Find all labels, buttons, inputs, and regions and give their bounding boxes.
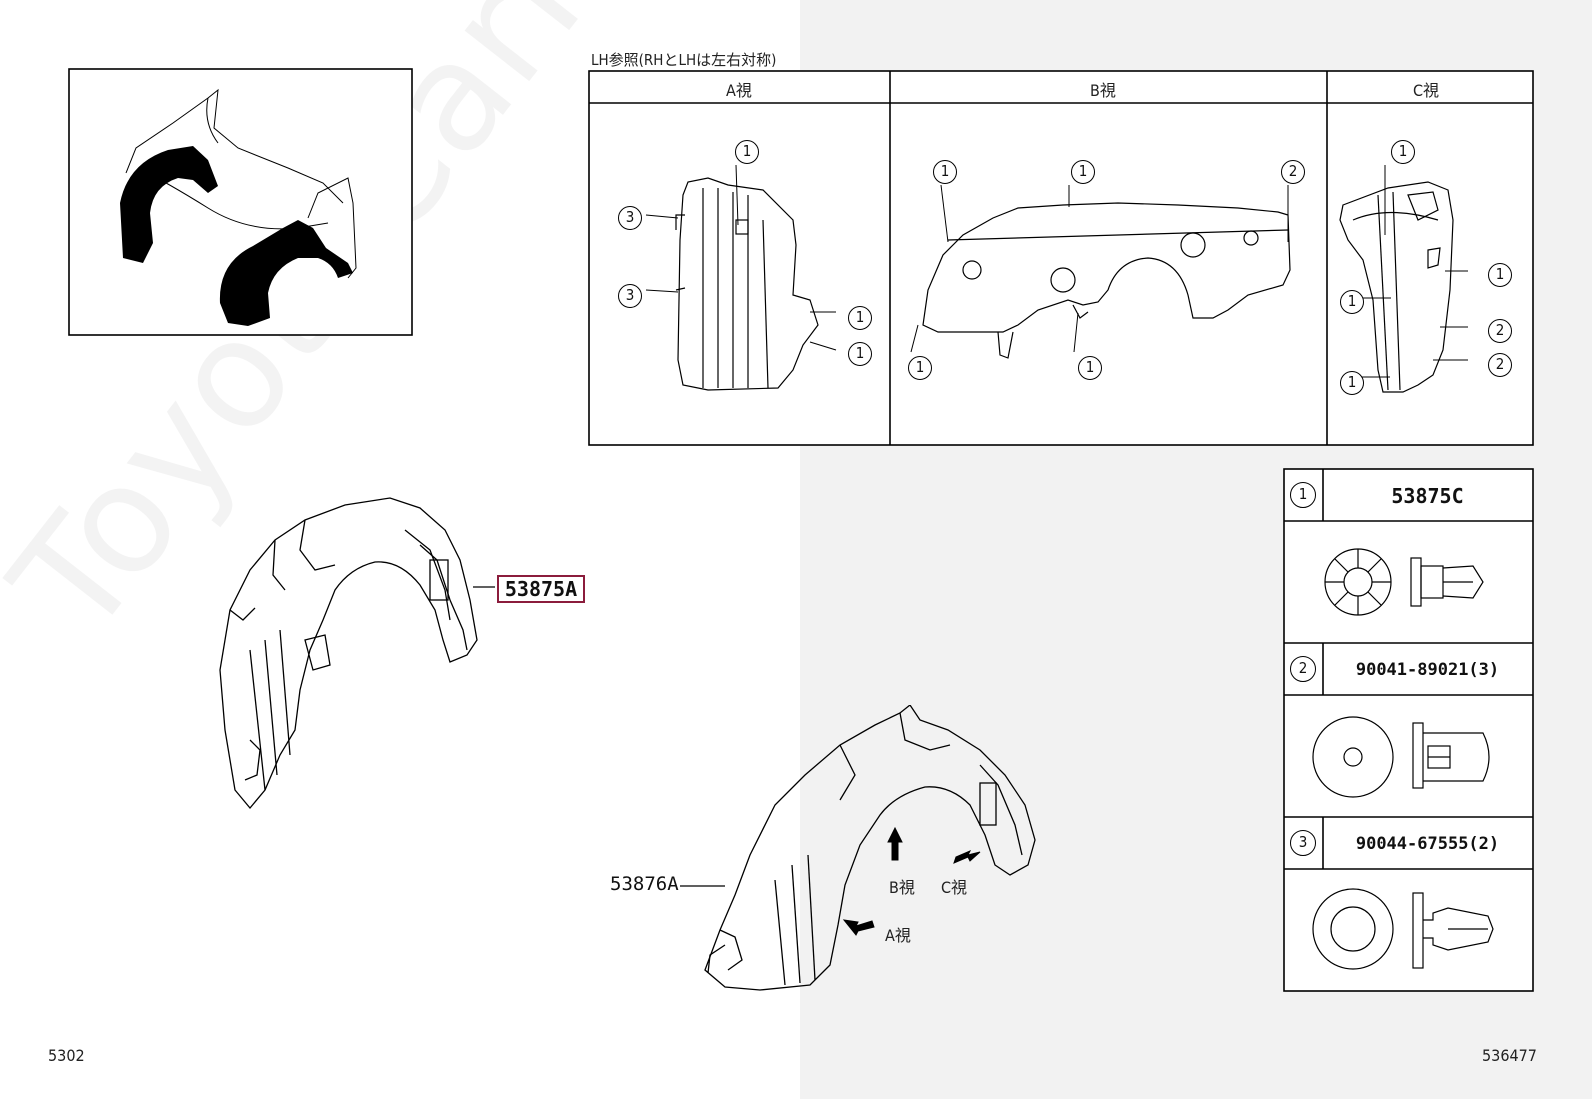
clip-90041-89021-drawing bbox=[1312, 716, 1490, 798]
callout-a-view-1: 1 bbox=[735, 140, 759, 164]
arrow-b-view-label: B視 bbox=[889, 878, 915, 897]
callout-a-view-4: 1 bbox=[848, 306, 872, 330]
callout-c-view-5: 2 bbox=[1488, 319, 1512, 343]
footer-left-code: 5302 bbox=[48, 1046, 85, 1065]
view-c-drawing bbox=[1339, 181, 1454, 393]
rh-part-number-label[interactable]: 53875A bbox=[497, 575, 585, 603]
callout-b-view-2: 1 bbox=[1071, 160, 1095, 184]
callout-a-view-2: 3 bbox=[618, 206, 642, 230]
clip-53875c-drawing bbox=[1324, 548, 1484, 616]
fastener-2-number: 2 bbox=[1290, 656, 1316, 682]
views-header: LH参照(RHとLHは左右対称) bbox=[591, 51, 777, 69]
fastener-1-part-number[interactable]: 53875C bbox=[1391, 484, 1464, 508]
callout-c-view-6: 2 bbox=[1488, 353, 1512, 377]
callout-c-view-4: 1 bbox=[1488, 263, 1512, 287]
rh-fender-liner-drawing bbox=[219, 497, 495, 810]
fastener-3-part-number[interactable]: 90044-67555(2) bbox=[1355, 834, 1500, 854]
arrow-a-view-label: A視 bbox=[885, 926, 911, 945]
view-c-label: C視 bbox=[1413, 81, 1440, 100]
callout-b-view-3: 2 bbox=[1281, 160, 1305, 184]
fastener-2-part-number[interactable]: 90041-89021(3) bbox=[1355, 660, 1500, 680]
fastener-3-number: 3 bbox=[1290, 830, 1316, 856]
callout-a-view-3: 3 bbox=[618, 284, 642, 308]
view-b-leaders bbox=[910, 184, 1289, 353]
view-b-drawing bbox=[922, 202, 1291, 359]
lh-part-number-label[interactable]: 53876A bbox=[610, 873, 679, 895]
callout-c-view-2: 1 bbox=[1340, 290, 1364, 314]
rear-liner-silhouette bbox=[219, 220, 353, 326]
views-table bbox=[588, 70, 1534, 446]
arrow-c-view-label: C視 bbox=[941, 878, 968, 897]
view-b-label: B視 bbox=[1090, 81, 1116, 100]
lh-fender-liner-drawing bbox=[680, 705, 1036, 991]
footer-right-code: 536477 bbox=[1482, 1046, 1537, 1065]
vehicle-overview-frame bbox=[68, 68, 413, 336]
callout-b-view-4: 1 bbox=[908, 356, 932, 380]
callout-c-view-1: 1 bbox=[1391, 140, 1415, 164]
view-a-label: A視 bbox=[726, 81, 752, 100]
view-a-leaders bbox=[645, 164, 837, 351]
fastener-1-number: 1 bbox=[1290, 482, 1316, 508]
view-arrows bbox=[842, 826, 981, 936]
clip-90044-67555-drawing bbox=[1312, 888, 1494, 970]
callout-b-view-5: 1 bbox=[1078, 356, 1102, 380]
callout-a-view-5: 1 bbox=[848, 342, 872, 366]
front-liner-silhouette bbox=[120, 146, 218, 263]
callout-c-view-3: 1 bbox=[1340, 371, 1364, 395]
fastener-table bbox=[1283, 468, 1534, 992]
callout-b-view-1: 1 bbox=[933, 160, 957, 184]
